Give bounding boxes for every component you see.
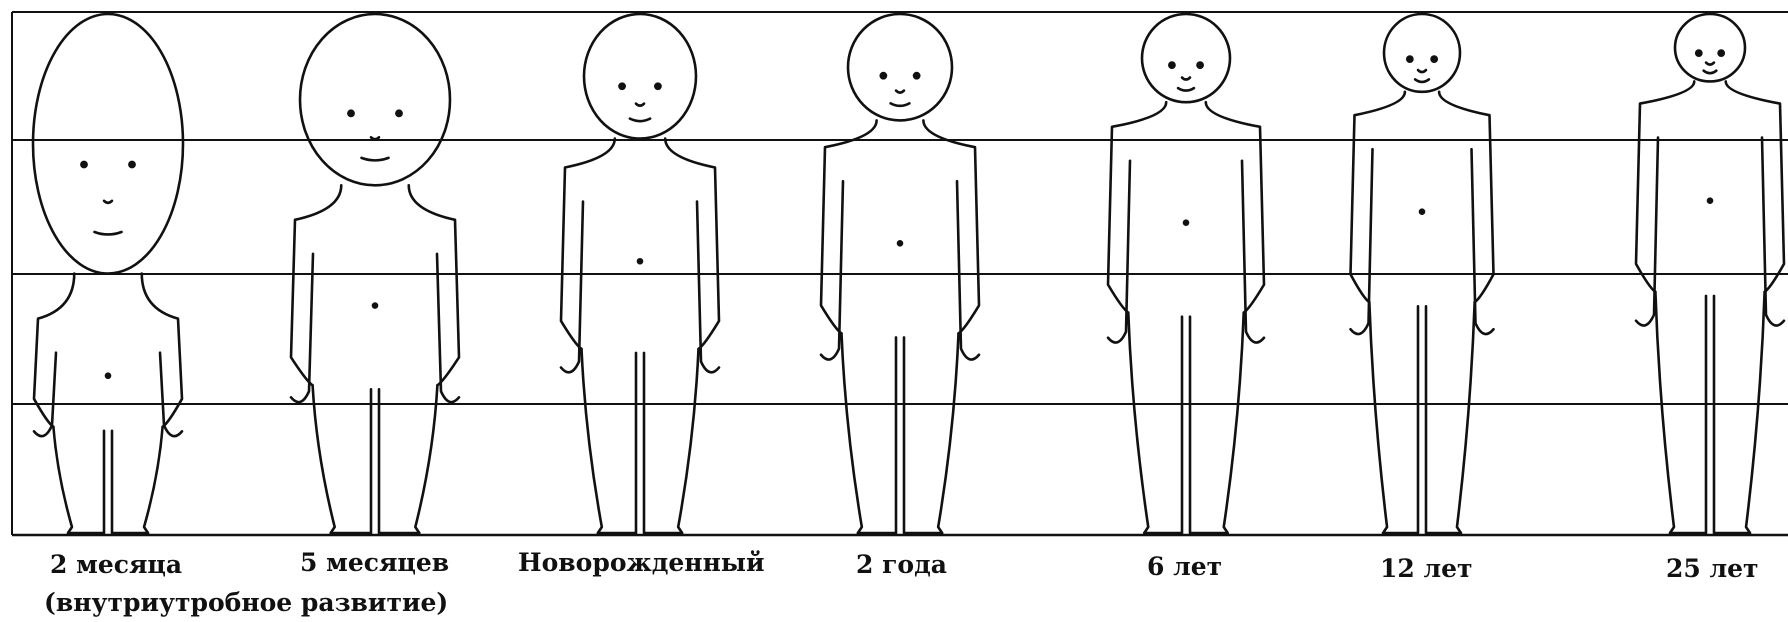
label-newborn: Новорожденный (518, 548, 765, 578)
head-outline (1675, 14, 1745, 81)
label-2-months-note: (внутриутробное развитие) (44, 588, 448, 618)
nose (1182, 78, 1190, 80)
nose (636, 104, 644, 106)
label-5-months: 5 месяцев (300, 548, 449, 578)
nose (1418, 70, 1426, 72)
leg-right (112, 427, 163, 533)
mouth (1415, 79, 1429, 82)
mouth (1704, 71, 1717, 74)
eye-left (1407, 57, 1412, 62)
arm-left (34, 353, 56, 437)
arm-right (160, 353, 182, 437)
eye-right (1432, 57, 1437, 62)
label-25-years: 25 лет (1666, 554, 1759, 584)
mouth (95, 232, 122, 235)
eye-left (348, 111, 353, 116)
mouth (362, 158, 389, 161)
navel (638, 259, 642, 263)
mouth (891, 103, 910, 106)
eye-right (396, 111, 401, 116)
torso-outline (291, 185, 459, 385)
leg-left (842, 333, 897, 533)
eye-right (1719, 51, 1724, 56)
eye-left (81, 162, 86, 167)
eye-left (1169, 63, 1174, 68)
leg-right (1714, 292, 1765, 533)
navel (106, 374, 110, 378)
eye-right (1197, 63, 1202, 68)
eye-right (129, 162, 134, 167)
navel (1184, 221, 1188, 225)
leg-left (582, 349, 637, 533)
nose (1706, 63, 1714, 65)
head-outline (848, 14, 952, 120)
navel (1708, 199, 1712, 203)
leg-left (53, 427, 104, 533)
torso-outline (1108, 102, 1264, 312)
leg-right (1426, 302, 1475, 533)
grid-lines (12, 12, 1788, 535)
mouth (1178, 88, 1194, 91)
label-12-years: 12 лет (1380, 554, 1473, 584)
eye-left (1696, 51, 1701, 56)
eye-left (881, 73, 886, 78)
leg-right (904, 333, 959, 533)
mouth (630, 119, 650, 122)
head-outline (1384, 14, 1460, 92)
head-outline (1142, 14, 1230, 102)
eye-left (619, 84, 624, 89)
leg-left (1128, 313, 1182, 533)
torso-outline (821, 120, 979, 333)
label-6-years: 6 лет (1147, 552, 1222, 582)
navel (898, 241, 902, 245)
leg-left (1369, 302, 1418, 533)
eye-right (914, 73, 919, 78)
navel (373, 304, 377, 308)
leg-left (1655, 292, 1706, 533)
nose (896, 91, 904, 93)
eye-right (655, 84, 660, 89)
torso-outline (561, 139, 719, 349)
label-2-years: 2 года (856, 550, 947, 580)
label-2-months: 2 месяца (50, 550, 182, 580)
nose (104, 201, 112, 203)
leg-left (313, 385, 371, 533)
nose (371, 137, 379, 139)
navel (1420, 210, 1424, 214)
leg-right (1190, 313, 1244, 533)
leg-right (379, 385, 437, 533)
leg-right (644, 349, 699, 533)
torso-outline (1636, 81, 1784, 291)
